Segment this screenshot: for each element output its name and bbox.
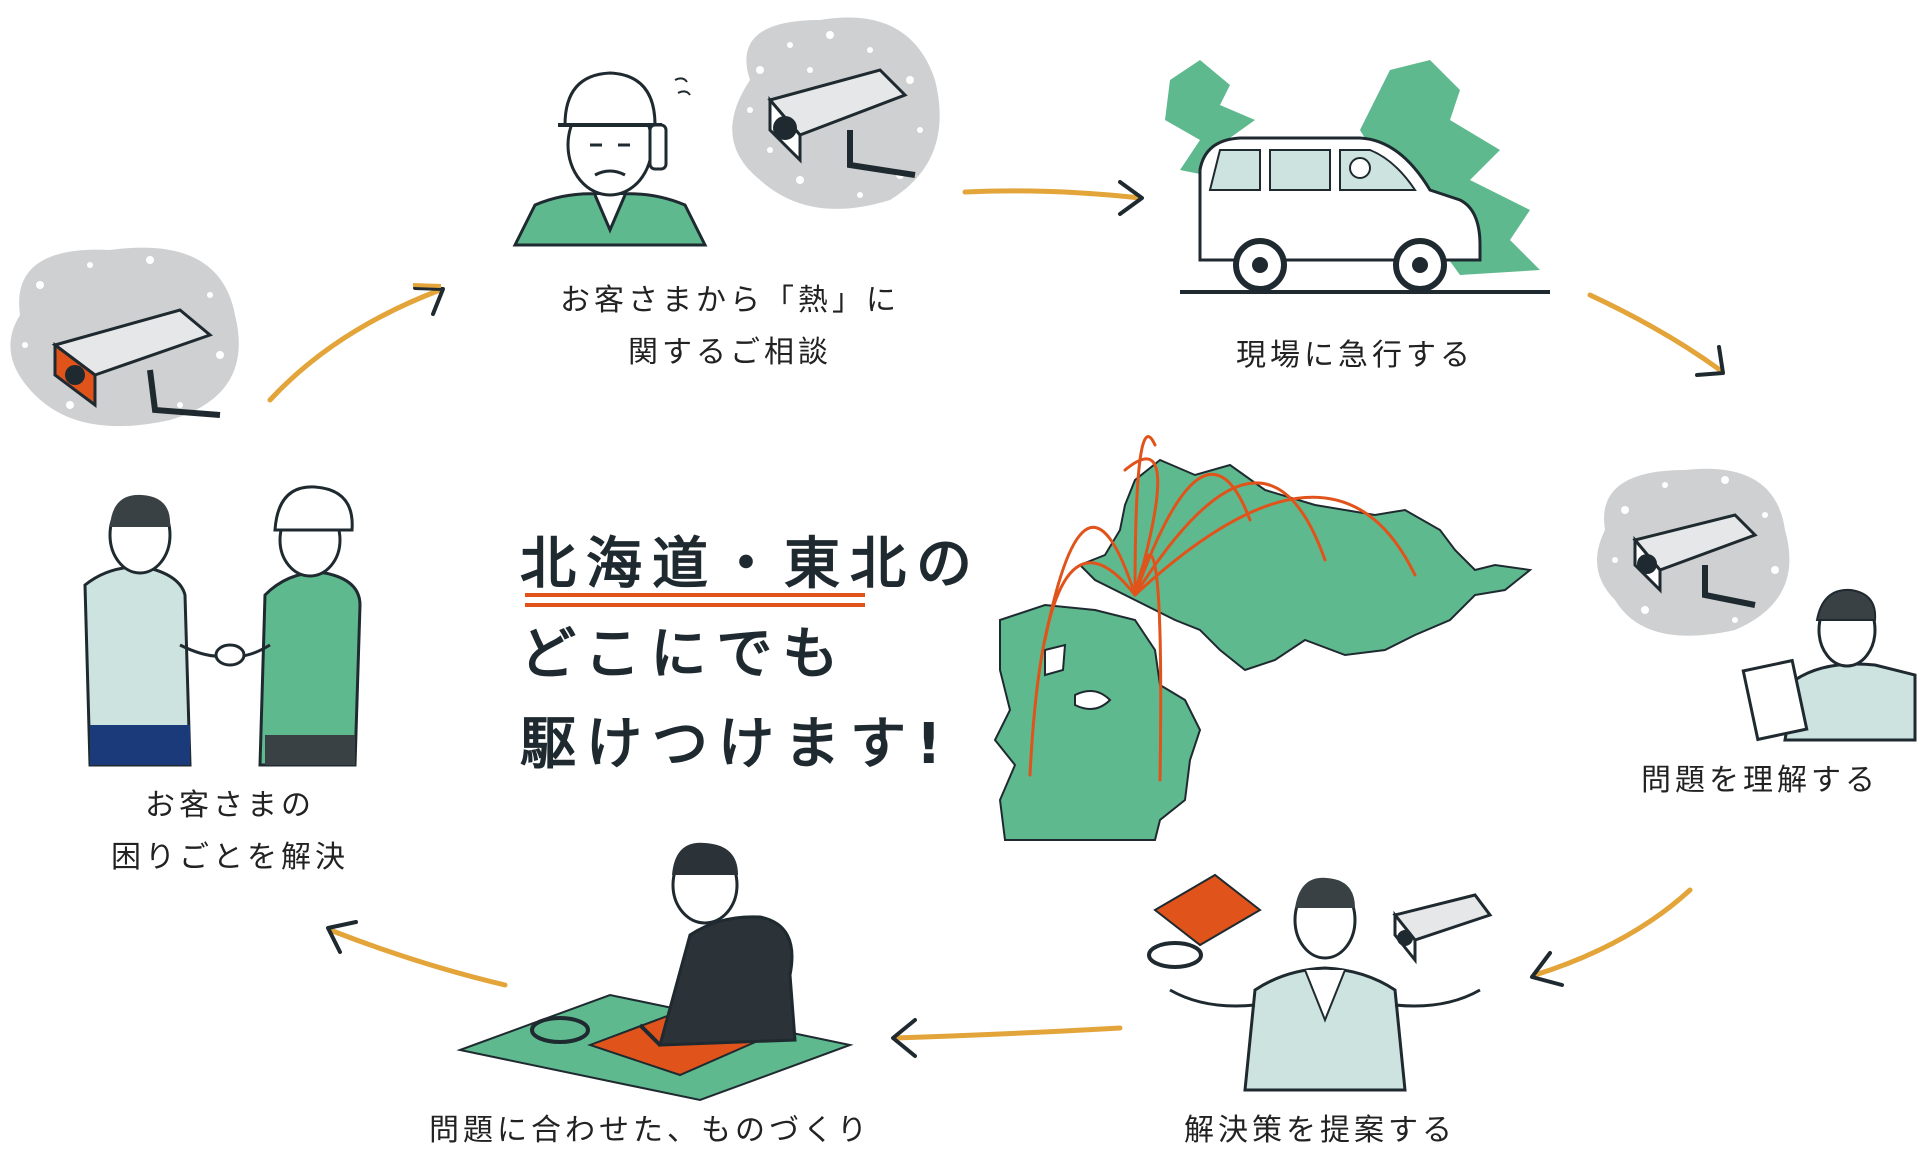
caption-build: 問題に合わせた、ものづくり: [429, 1113, 871, 1148]
build-illustration: [456, 842, 854, 1102]
blueprint-icon: [1153, 873, 1262, 947]
understand-illustration: [1597, 468, 1917, 742]
arrow-rush-to-understand: [1587, 292, 1725, 377]
caption-rush: 現場に急行する: [1236, 338, 1474, 373]
arc-2: [1043, 526, 1137, 642]
camera-icon: [51, 308, 221, 418]
map-icon: [993, 435, 1533, 841]
forest-backdrop: [1165, 60, 1260, 180]
caption-consult: お客さまから「熱」に 関するご相談: [560, 283, 900, 370]
caption-propose: 解決策を提案する: [1184, 1113, 1456, 1148]
arc-5: [1133, 473, 1252, 597]
arc-7: [1133, 495, 1417, 597]
camera-icon: [1392, 893, 1493, 965]
arrow-solve-to-consult: [267, 283, 445, 403]
arc-3: [1028, 561, 1137, 777]
camera-icon: [1632, 513, 1758, 608]
snowy-camera-illustration: [732, 17, 940, 209]
caption-solve: お客さまの 困りごとを解決: [111, 788, 349, 875]
arrow-understand-to-propose: [1530, 887, 1693, 987]
headline-line3: 駆けつけます!: [520, 712, 952, 777]
headline-line1: 北海道・東北の: [520, 532, 982, 597]
arrow-consult-to-rush: [962, 180, 1144, 216]
headline: 北海道・東北の どこにでも 駆けつけます!: [520, 520, 982, 790]
propose-illustration: [1147, 873, 1493, 1092]
hokkaido-shape: [1078, 458, 1533, 672]
arrow-build-to-solve: [326, 920, 508, 988]
camera-icon: [767, 68, 916, 178]
rush-truck-illustration: [1165, 60, 1550, 294]
headline-underline-top: [525, 593, 865, 597]
arc-8: [1123, 457, 1160, 597]
caption-understand: 問題を理解する: [1641, 763, 1879, 798]
tohoku-shape: [993, 603, 1202, 841]
worker-on-phone-illustration: [512, 71, 708, 247]
handshake-icon: [83, 485, 362, 767]
arrow-propose-to-build: [891, 1018, 1123, 1058]
left-camera-illustration: [10, 247, 239, 427]
truck-icon: [1198, 136, 1482, 292]
arc-6: [1133, 481, 1327, 597]
headline-line2: どこにでも: [520, 622, 849, 687]
headline-underline-bottom: [525, 603, 865, 607]
